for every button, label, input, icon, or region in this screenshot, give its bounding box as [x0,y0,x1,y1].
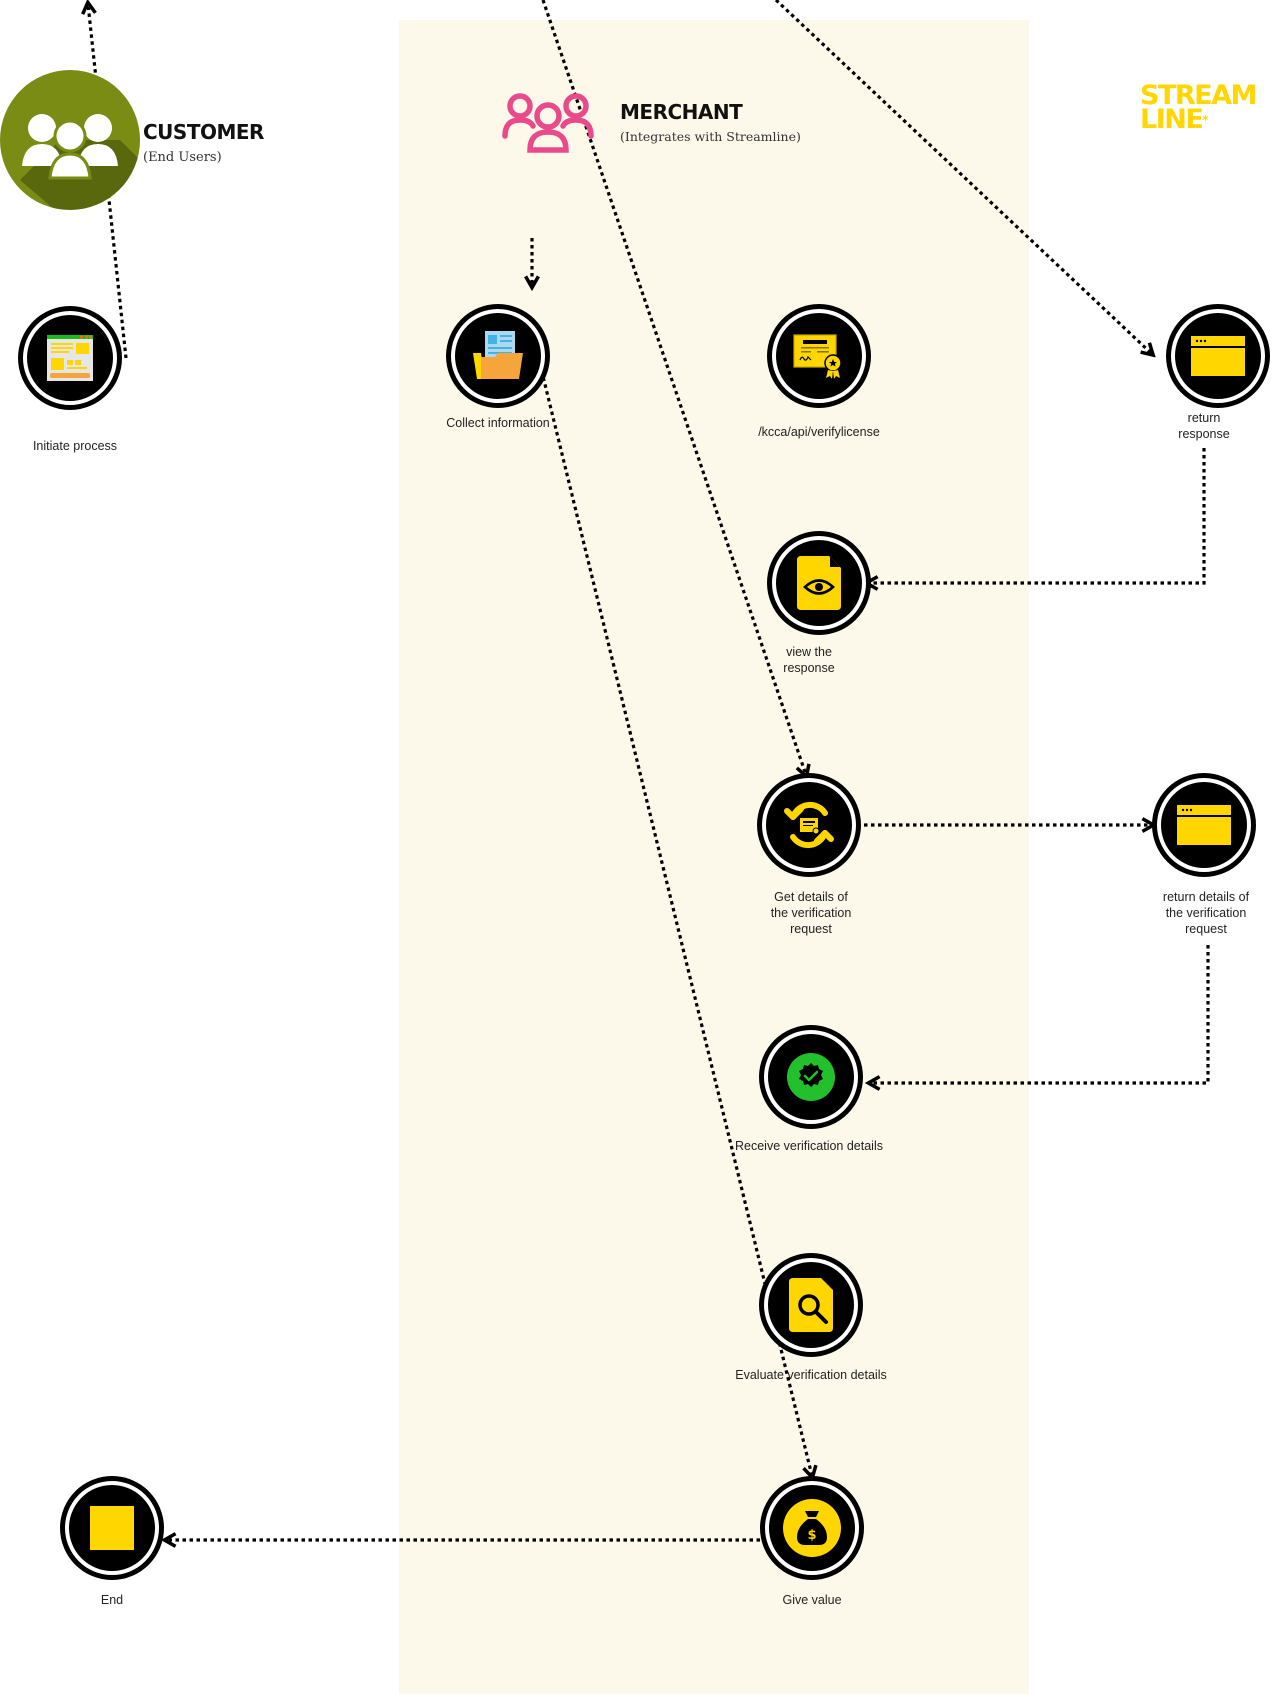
node-get-details[interactable] [757,773,861,877]
folder-document-icon [473,331,523,379]
brand-line-2: LINE [1140,104,1204,135]
label-line: view the [786,645,832,659]
node-verify-label: /kcca/api/verifylicense [758,425,880,439]
svg-text:$: $ [807,1528,816,1543]
label-line: the verification [770,906,852,920]
money-bag-icon: $ [783,1499,841,1557]
node-initiate-process[interactable] [18,306,122,410]
node-return-details[interactable] [1152,773,1256,877]
label-line: return details of [1162,890,1250,904]
node-collect-information[interactable] [446,304,550,408]
node-return-details-label: return details of the verification reque… [1106,889,1274,937]
node-end[interactable] [60,1476,164,1580]
label-line: response [1178,427,1230,441]
node-get-details-label: Get details of the verification request [711,889,911,937]
node-evaluate-verification[interactable] [759,1253,863,1357]
label-line: response [783,661,835,675]
node-give-value-label: Give value [782,1593,842,1607]
certificate-icon [793,334,842,379]
node-end-label: End [100,1593,124,1607]
verified-badge-icon [787,1053,835,1101]
node-give-value[interactable]: $ [760,1476,864,1580]
streamline-logo: STREAM LINE* [1140,80,1257,135]
label-line: the verification [1165,906,1247,920]
browser-window-icon [1191,336,1245,376]
file-search-icon [789,1278,833,1332]
merchant-title: MERCHANT [620,100,743,124]
file-eye-icon [797,556,841,610]
node-evaluate-label: Evaluate verification details [735,1368,887,1382]
refresh-certificate-icon [784,801,834,849]
node-receive-verification[interactable] [759,1025,863,1129]
browser-window-icon [1177,805,1231,845]
node-return-response[interactable] [1166,304,1270,408]
brand-line-1: STREAM [1140,80,1257,111]
label-line: request [790,922,832,936]
webpage-layout-icon [47,335,93,381]
stop-square-icon [90,1506,134,1550]
label-line: return [1187,411,1221,425]
node-collect-label: Collect information [446,416,550,430]
node-return-response-label: return response [1104,410,1274,442]
brand-mark: * [1202,113,1208,127]
node-verify-license[interactable] [767,304,871,408]
node-receive-label: Receive verification details [735,1139,883,1153]
merchant-swimlane [399,20,1029,1694]
customer-title: CUSTOMER [143,120,264,144]
users-group-icon [20,114,140,210]
node-view-response[interactable] [767,531,871,635]
label-line: request [1185,922,1227,936]
customer-subtitle: (End Users) [143,150,222,165]
label-line: Get details of [774,890,848,904]
merchant-subtitle: (Integrates with Streamline) [620,129,801,144]
customer-avatar [0,70,140,210]
node-initiate-label: Initiate process [32,439,118,453]
node-view-label: view the response [709,644,909,676]
users-outline-icon [502,93,594,153]
